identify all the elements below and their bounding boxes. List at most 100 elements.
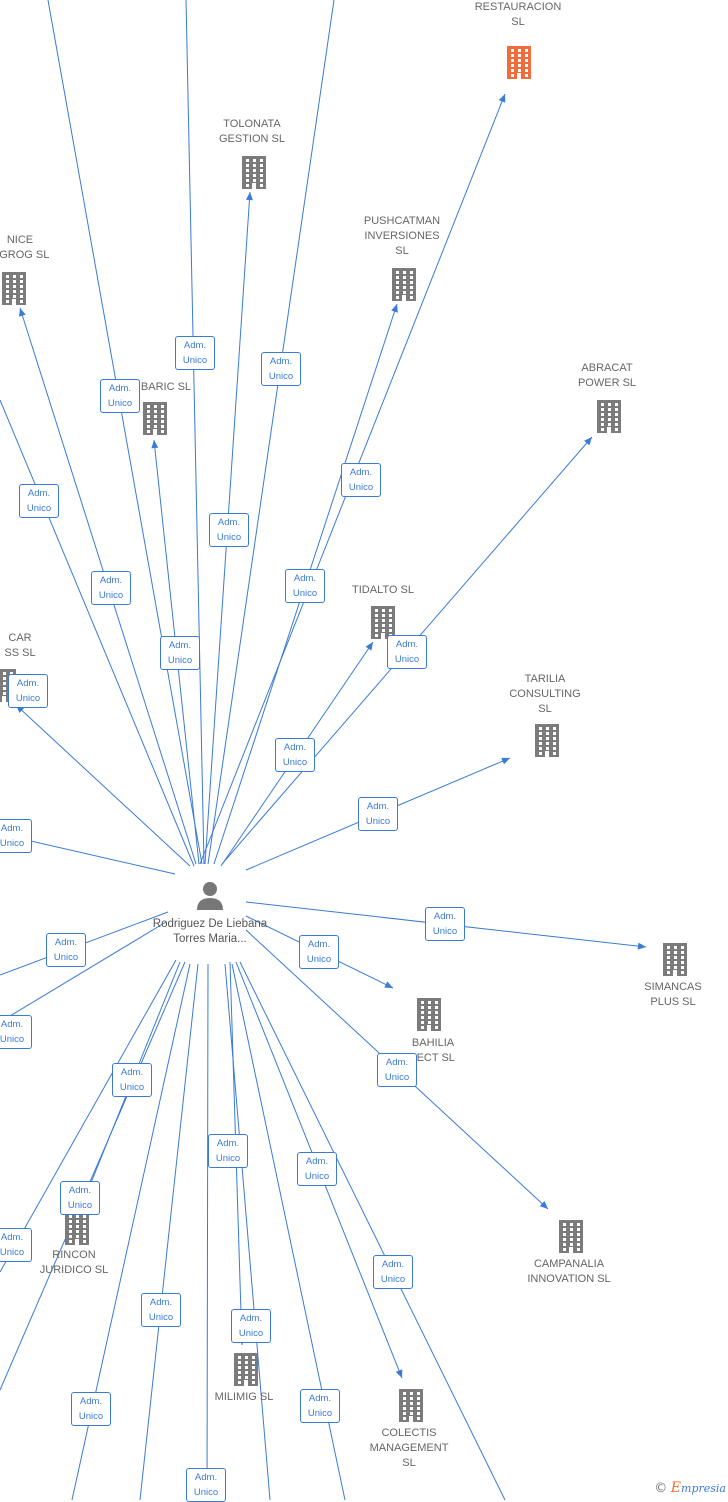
relation-role: Unico bbox=[304, 1171, 330, 1182]
relation-type: Adm. bbox=[269, 356, 293, 367]
relation-type: Adm. bbox=[283, 742, 307, 753]
company-name[interactable]: PUSHCATMAN INVERSIONES SL bbox=[363, 215, 441, 257]
relation-label[interactable]: Adm. Unico bbox=[261, 352, 301, 386]
relation-label[interactable]: Adm.Unico bbox=[209, 513, 249, 547]
edge-line bbox=[206, 963, 209, 1500]
relation-label[interactable]: Adm.Unico bbox=[0, 1228, 32, 1262]
arrowhead bbox=[151, 440, 159, 449]
relation-label[interactable]: Adm.Unico bbox=[373, 1255, 413, 1289]
relation-label[interactable]: Adm.Unico bbox=[8, 674, 48, 708]
building-icon[interactable] bbox=[531, 723, 563, 757]
relation-label[interactable]: Adm.Unico bbox=[100, 379, 140, 413]
relation-label[interactable]: Adm. Unico bbox=[60, 1181, 100, 1215]
relation-role: Unico bbox=[268, 371, 294, 382]
company-name[interactable]: MILIMIG SL bbox=[214, 1391, 274, 1403]
relation-type: Adm. bbox=[433, 911, 457, 922]
relation-label[interactable]: Adm.Unico bbox=[300, 1389, 340, 1423]
relation-label[interactable]: Adm.Unico bbox=[231, 1309, 271, 1343]
building-icon[interactable] bbox=[230, 1352, 262, 1386]
arrowhead bbox=[501, 757, 510, 765]
relation-type: Adm. bbox=[381, 1259, 405, 1270]
relation-role: Unico bbox=[365, 816, 391, 827]
building-icon[interactable] bbox=[139, 401, 171, 435]
company-name[interactable]: BARIC SL bbox=[140, 381, 192, 393]
building-icon[interactable] bbox=[503, 45, 535, 79]
relation-label[interactable]: Adm. Unico bbox=[46, 933, 86, 967]
relation-label[interactable]: Adm.Unico bbox=[425, 907, 465, 941]
company-name[interactable]: KLOTA RESTAURACION SL bbox=[474, 1, 562, 28]
relation-label[interactable]: Adm. Unico bbox=[275, 738, 315, 772]
relation-type: Adm. bbox=[99, 575, 123, 586]
company-name[interactable]: NICE OGROG SL bbox=[0, 234, 50, 261]
relation-type: Adm. bbox=[366, 801, 390, 812]
relation-label[interactable]: Adm.Unico bbox=[141, 1293, 181, 1327]
relation-label[interactable]: Adm.Unico bbox=[285, 569, 325, 603]
relation-role: Unico bbox=[53, 952, 79, 963]
building-icon[interactable] bbox=[367, 605, 399, 639]
building-icon[interactable] bbox=[388, 267, 420, 301]
relation-role: Unico bbox=[182, 355, 208, 366]
relation-role: Unico bbox=[78, 1411, 104, 1422]
company-name[interactable]: TIDALTO SL bbox=[352, 584, 414, 596]
company-name[interactable]: RINCON JURIDICO SL bbox=[39, 1249, 109, 1276]
copyright-symbol: © bbox=[654, 1481, 668, 1496]
relation-type: Adm. bbox=[27, 488, 51, 499]
relation-type: Adm. bbox=[183, 340, 207, 351]
relation-role: Unico bbox=[107, 398, 133, 409]
relation-type: Adm. bbox=[54, 937, 78, 948]
company-name[interactable]: ABRACAT POWER SL bbox=[577, 362, 637, 389]
company-name[interactable]: CAR SS SL bbox=[4, 632, 36, 659]
relation-role: Unico bbox=[348, 482, 374, 493]
relation-role: Unico bbox=[306, 954, 332, 965]
center-person-name[interactable]: Rodriguez De Liebana Torres Maria... bbox=[152, 918, 268, 945]
arrowhead bbox=[637, 942, 646, 950]
relation-label[interactable]: Adm.Unico bbox=[186, 1468, 226, 1502]
relation-label[interactable]: Adm.Unico bbox=[112, 1063, 152, 1097]
relation-role: Unico bbox=[67, 1200, 93, 1211]
building-icon[interactable] bbox=[395, 1388, 427, 1422]
relation-label[interactable]: Adm.Unico bbox=[377, 1053, 417, 1087]
building-icon[interactable] bbox=[0, 271, 30, 305]
relation-type: Adm. bbox=[68, 1185, 92, 1196]
building-icon[interactable] bbox=[593, 399, 625, 433]
relation-type: Adm. bbox=[308, 1393, 332, 1404]
company-name[interactable]: COLECTIS MANAGEMENT SL bbox=[369, 1427, 449, 1469]
relation-role: Unico bbox=[167, 655, 193, 666]
relation-label[interactable]: Adm.Unico bbox=[208, 1134, 248, 1168]
company-name[interactable]: TARILIA CONSULTING SL bbox=[509, 673, 581, 715]
edge-line bbox=[47, 0, 203, 865]
arrowheads bbox=[16, 94, 646, 1378]
empresia-watermark: © Empresia bbox=[654, 1480, 726, 1496]
relation-role: Unico bbox=[292, 588, 318, 599]
relation-label[interactable]: Adm. Unico bbox=[175, 336, 215, 370]
building-icon[interactable] bbox=[555, 1219, 587, 1253]
building-icon[interactable] bbox=[659, 942, 691, 976]
building-icon[interactable] bbox=[61, 1211, 93, 1245]
relation-label[interactable]: Adm.Unico bbox=[387, 635, 427, 669]
edge-line bbox=[239, 961, 506, 1500]
relation-label[interactable]: Adm.Unico bbox=[0, 819, 32, 853]
relation-label[interactable]: Adm.Unico bbox=[0, 1015, 32, 1049]
company-name[interactable]: TOLONATA GESTION SL bbox=[218, 118, 286, 145]
company-name[interactable]: BAHILIA JECT SL bbox=[411, 1037, 455, 1064]
relation-role: Unico bbox=[15, 693, 41, 704]
relation-role: Unico bbox=[384, 1072, 410, 1083]
building-icon[interactable] bbox=[413, 997, 445, 1031]
building-icon[interactable] bbox=[238, 155, 270, 189]
relation-label[interactable]: Adm.Unico bbox=[91, 571, 131, 605]
company-name[interactable]: CAMPANALIA INNOVATION SL bbox=[527, 1258, 611, 1285]
company-name[interactable]: SIMANCAS PLUS SL bbox=[644, 981, 702, 1008]
relation-label[interactable]: Adm.Unico bbox=[160, 636, 200, 670]
relation-role: Unico bbox=[282, 757, 308, 768]
relation-label[interactable]: Adm.Unico bbox=[297, 1152, 337, 1186]
relation-label[interactable]: Adm. Unico bbox=[358, 797, 398, 831]
relation-type: Adm. bbox=[349, 467, 373, 478]
relation-type: Adm. bbox=[149, 1297, 173, 1308]
relation-label[interactable]: Adm. Unico bbox=[341, 463, 381, 497]
relation-label[interactable]: Adm.Unico bbox=[19, 484, 59, 518]
relation-label[interactable]: Adm.Unico bbox=[71, 1392, 111, 1426]
relation-role: Unico bbox=[0, 1247, 25, 1258]
relation-type: Adm. bbox=[0, 823, 24, 834]
relation-type: Adm. bbox=[194, 1472, 218, 1483]
relation-label[interactable]: Adm.Unico bbox=[299, 935, 339, 969]
